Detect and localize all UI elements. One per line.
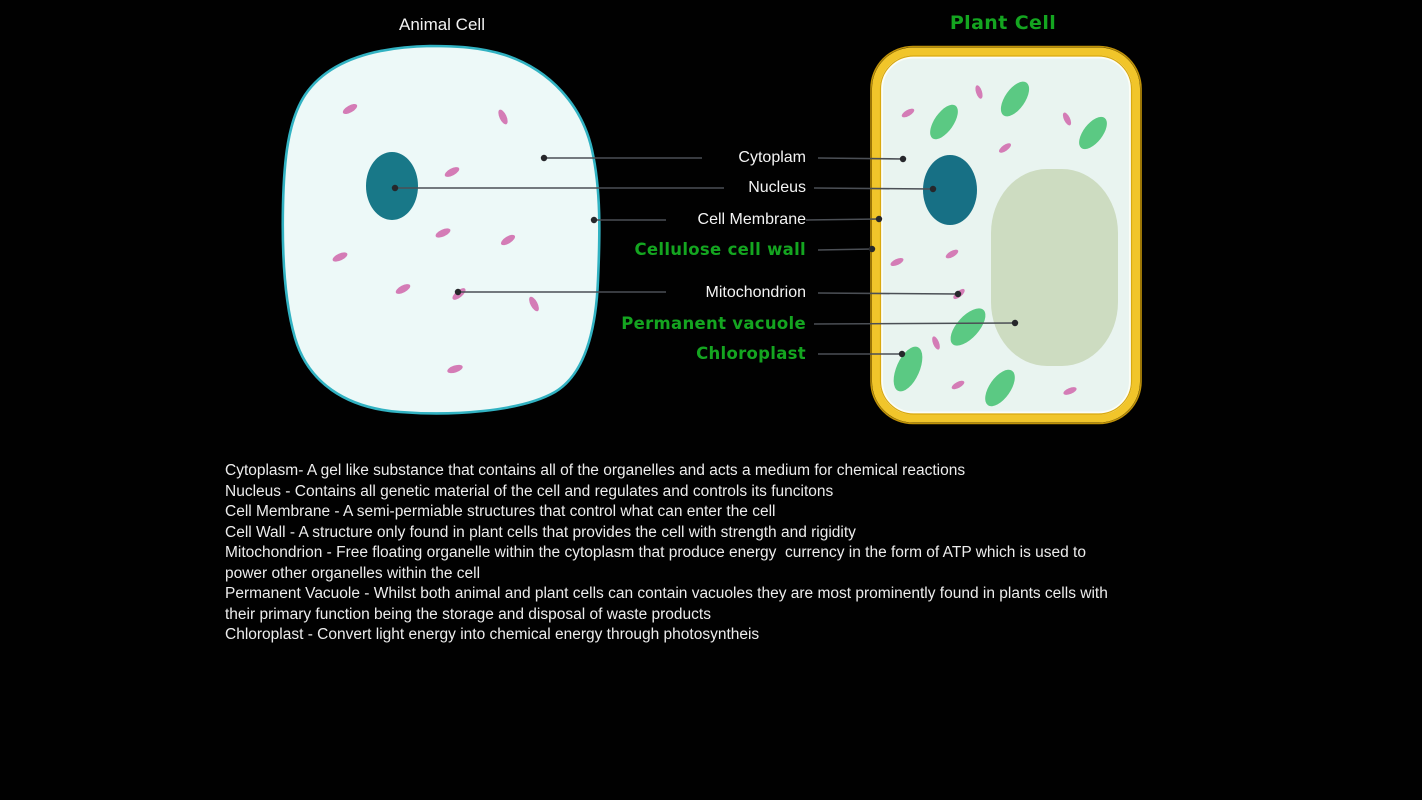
leader-line xyxy=(805,218,880,221)
label-permanent-vacuole: Permanent vacuole xyxy=(621,314,806,333)
leader-line xyxy=(817,292,959,295)
pink-organelle xyxy=(951,380,965,390)
animal-mitochondria xyxy=(332,103,539,374)
description-chloroplast: Chloroplast - Convert light energy into … xyxy=(225,626,760,643)
chloroplast-shape xyxy=(950,308,986,346)
leader-dot xyxy=(954,290,962,298)
description-cell-wall: Cell Wall - A structure only found in pl… xyxy=(225,523,856,541)
leader-dot xyxy=(391,184,399,192)
plant-cell xyxy=(870,45,1142,425)
chloroplast-shape xyxy=(930,104,958,140)
leader-dot xyxy=(454,288,462,296)
pink-organelle xyxy=(1063,387,1077,395)
leader-line xyxy=(813,322,1016,325)
diagram-canvas xyxy=(281,44,1142,425)
animal-cell-membrane xyxy=(281,44,601,415)
permanent-vacuole-shape xyxy=(991,169,1118,366)
description-cell-membrane: Cell Membrane - A semi-permiable structu… xyxy=(225,503,776,520)
plant-cell-wall-inner-edge xyxy=(879,55,1133,415)
label-cytoplasm: Cytoplam xyxy=(738,149,806,166)
pink-organelle xyxy=(945,249,959,259)
chloroplast-shape xyxy=(893,346,923,392)
plant-nucleus xyxy=(923,155,977,225)
pink-organelle xyxy=(932,336,940,350)
pink-organelle xyxy=(975,85,983,99)
leader-dot xyxy=(540,154,548,162)
animal-cell-title: Animal Cell xyxy=(399,15,485,34)
leader-lines xyxy=(395,157,1016,355)
chloroplast-shape xyxy=(1000,81,1030,117)
description-mitochondrion: Mitochondrion - Free floating organelle … xyxy=(225,544,1091,582)
pink-organelle xyxy=(498,109,508,125)
leader-line xyxy=(817,248,873,251)
animal-cell xyxy=(281,44,601,415)
chloroplast-shape xyxy=(1079,116,1107,150)
pink-organelle xyxy=(999,143,1011,153)
leader-dot xyxy=(868,245,876,253)
pink-organelle xyxy=(342,103,358,115)
pink-organelle xyxy=(529,296,539,312)
description-nucleus: Nucleus - Contains all genetic material … xyxy=(225,482,834,500)
animal-nucleus xyxy=(366,152,418,220)
leader-dot xyxy=(899,155,907,163)
pink-organelle xyxy=(435,228,451,238)
pink-organelle xyxy=(1062,112,1072,126)
leader-dot xyxy=(898,350,906,358)
pink-organelle xyxy=(890,257,904,267)
pink-organelle xyxy=(332,252,348,262)
label-mitochondrion: Mitochondrion xyxy=(705,284,807,301)
leader-dot xyxy=(1011,319,1019,327)
pink-organelle xyxy=(447,364,463,374)
chloroplast-shape xyxy=(985,369,1015,407)
label-chloroplast: Chloroplast xyxy=(696,344,806,363)
leader-dot xyxy=(875,215,883,223)
plant-cell-wall-outer-edge xyxy=(870,45,1142,425)
pink-organelle xyxy=(901,108,915,118)
leader-line xyxy=(813,187,934,190)
leader-dot xyxy=(929,185,937,193)
leader-line xyxy=(817,157,904,160)
description-permanent-vacuole: Permanent Vacuole - Whilst both animal a… xyxy=(225,585,1113,623)
pink-organelle xyxy=(500,234,516,246)
label-cellulose-cell-wall: Cellulose cell wall xyxy=(634,240,806,259)
leader-dots xyxy=(391,154,1019,358)
leader-dot xyxy=(590,216,598,224)
organelle-descriptions: Cytoplasm- A gel like substance that con… xyxy=(225,461,1122,646)
label-cell-membrane: Cell Membrane xyxy=(697,211,806,228)
plant-cell-title: Plant Cell xyxy=(949,12,1057,34)
label-nucleus: Nucleus xyxy=(748,179,806,196)
pink-organelle xyxy=(395,284,411,294)
description-cytoplasm: Cytoplasm- A gel like substance that con… xyxy=(225,462,966,479)
pink-organelle xyxy=(444,167,460,177)
chloroplasts xyxy=(893,81,1107,407)
